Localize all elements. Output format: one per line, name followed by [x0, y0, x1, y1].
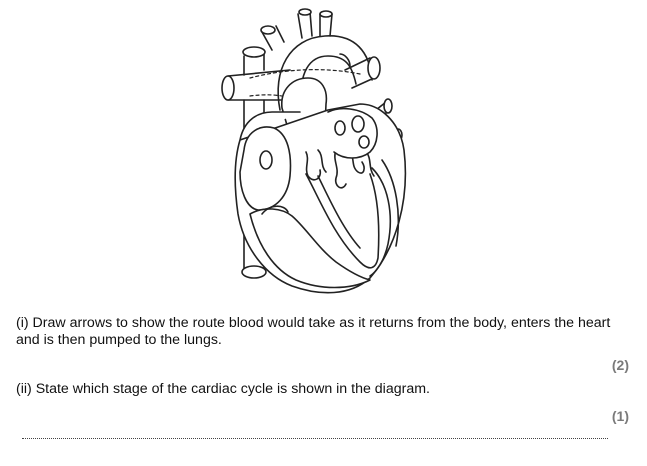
heart-cross-section-icon: [221, 8, 407, 294]
left-atrium-icon: [327, 107, 378, 159]
right-ventricle-icon: [249, 205, 371, 289]
question-1-marks: (2): [611, 357, 629, 373]
pulmonary-artery-left-icon: [221, 69, 291, 101]
aorta-icon: [260, 8, 373, 111]
question-1-text: (i) Draw arrows to show the route blood …: [16, 315, 611, 348]
question-2-text: (ii) State which stage of the cardiac cy…: [16, 381, 430, 397]
left-ventricle-icon: [369, 159, 400, 277]
answer-line[interactable]: [22, 438, 608, 439]
right-atrium-icon: [239, 126, 292, 211]
septum-icon: [305, 173, 380, 269]
question-2-marks: (1): [611, 408, 629, 424]
pulmonary-artery-right-icon: [339, 53, 381, 89]
